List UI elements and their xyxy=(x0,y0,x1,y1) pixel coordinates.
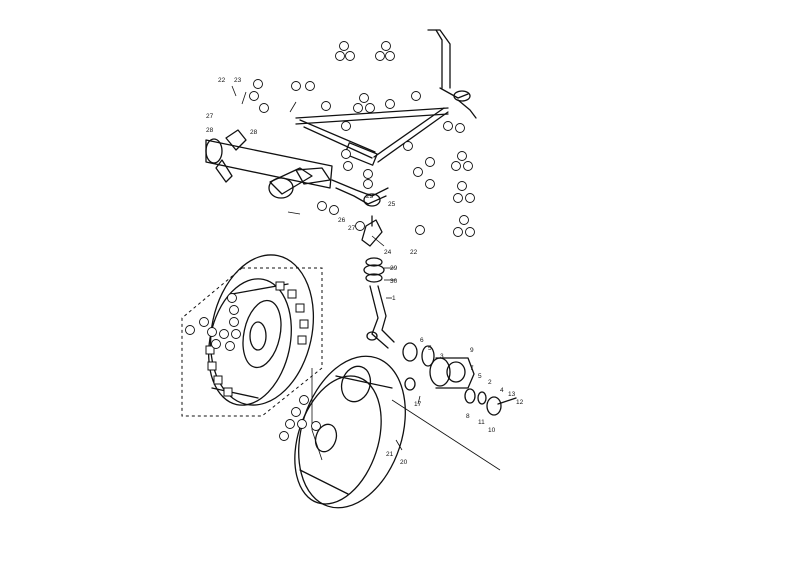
steering-column xyxy=(427,29,477,119)
callout-21: 21 xyxy=(386,451,394,458)
bubble-group-left-top xyxy=(249,79,351,131)
callout-4: 4 xyxy=(500,387,504,394)
tie-rod xyxy=(295,107,449,159)
callout-5: 5 xyxy=(428,345,432,352)
inset-wheel-box xyxy=(181,254,323,417)
callout-3: 3 xyxy=(440,353,444,360)
callout-23b: 23 xyxy=(366,193,374,200)
callout-23: 23 xyxy=(234,77,242,84)
drag-link xyxy=(344,107,449,166)
callout-27b: 27 xyxy=(348,225,356,232)
callout-8: 8 xyxy=(466,413,470,420)
callout-22b: 22 xyxy=(410,249,418,256)
callout-9: 9 xyxy=(470,347,474,354)
front-axle xyxy=(205,129,333,215)
front-wheel xyxy=(294,355,501,509)
callout-26: 26 xyxy=(338,217,346,224)
bubble-group-right xyxy=(411,91,475,237)
spindle-arm xyxy=(366,285,395,349)
callout-28b: 28 xyxy=(250,129,258,136)
callout-27: 27 xyxy=(206,113,214,120)
callout-20: 20 xyxy=(400,459,408,466)
callout-17: 17 xyxy=(414,401,422,408)
tread-pattern xyxy=(205,281,309,397)
callout-6: 6 xyxy=(420,337,424,344)
hub-assembly xyxy=(402,342,517,416)
bubble-group-top xyxy=(335,41,395,61)
callout-11: 11 xyxy=(478,419,485,426)
callout-10: 10 xyxy=(488,427,496,434)
spindle-assembly xyxy=(331,179,389,283)
bubble-group-center xyxy=(317,93,413,231)
number-callouts: 22 23 27 28 28 23 25 26 27 24 22 29 30 1… xyxy=(206,77,524,466)
bubble-callouts xyxy=(185,41,475,441)
inset-wheel xyxy=(205,254,315,406)
callout-24: 24 xyxy=(384,249,392,256)
callout-29: 29 xyxy=(390,265,398,272)
callout-2: 2 xyxy=(488,379,492,386)
callout-25: 25 xyxy=(388,201,396,208)
leader-lines xyxy=(231,85,421,451)
bubble-group-front-wheel xyxy=(279,395,321,441)
callout-5b: 5 xyxy=(478,373,482,380)
callout-22: 22 xyxy=(218,77,226,84)
callout-30: 30 xyxy=(390,278,398,285)
bubble-group-inset xyxy=(185,293,241,351)
callout-7: 7 xyxy=(470,365,474,372)
callout-1: 1 xyxy=(392,295,396,302)
callout-28: 28 xyxy=(206,127,214,134)
callout-12: 12 xyxy=(516,399,524,406)
callout-13: 13 xyxy=(508,391,516,398)
